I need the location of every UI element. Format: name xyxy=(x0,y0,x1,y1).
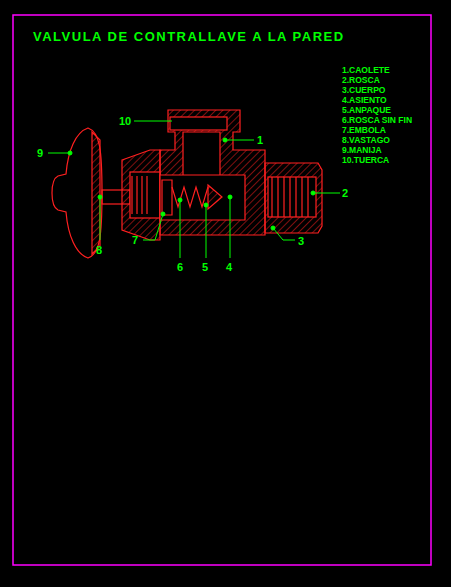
callout-number: 2 xyxy=(342,188,348,199)
title: VALVULA DE CONTRALLAVE A LA PARED xyxy=(33,30,345,43)
part-list-item: 5.ANPAQUE xyxy=(342,106,391,115)
part-list-item: 7.EMBOLA xyxy=(342,126,386,135)
part-list-item: 10.TUERCA xyxy=(342,156,389,165)
part-list-item: 8.VASTAGO xyxy=(342,136,390,145)
callout-number: 1 xyxy=(257,135,263,146)
callout-number: 8 xyxy=(96,245,102,256)
callout-number: 9 xyxy=(37,148,43,159)
part-list-item: 3.CUERPO xyxy=(342,86,385,95)
callout-number: 7 xyxy=(132,235,138,246)
valve-drawing xyxy=(52,110,322,258)
part-list-item: 4.ASIENTO xyxy=(342,96,387,105)
part-list-item: 9.MANIJA xyxy=(342,146,382,155)
part-list-item: 2.ROSCA xyxy=(342,76,380,85)
callout-number: 5 xyxy=(202,262,208,273)
part-list-item: 6.ROSCA SIN FIN xyxy=(342,116,412,125)
frame xyxy=(13,15,431,565)
part-list-item: 1.CAOLETE xyxy=(342,66,390,75)
callout-number: 4 xyxy=(226,262,232,273)
callout-number: 10 xyxy=(119,116,131,127)
callout-number: 3 xyxy=(298,236,304,247)
callout-number: 6 xyxy=(177,262,183,273)
leader-lines xyxy=(48,121,340,258)
